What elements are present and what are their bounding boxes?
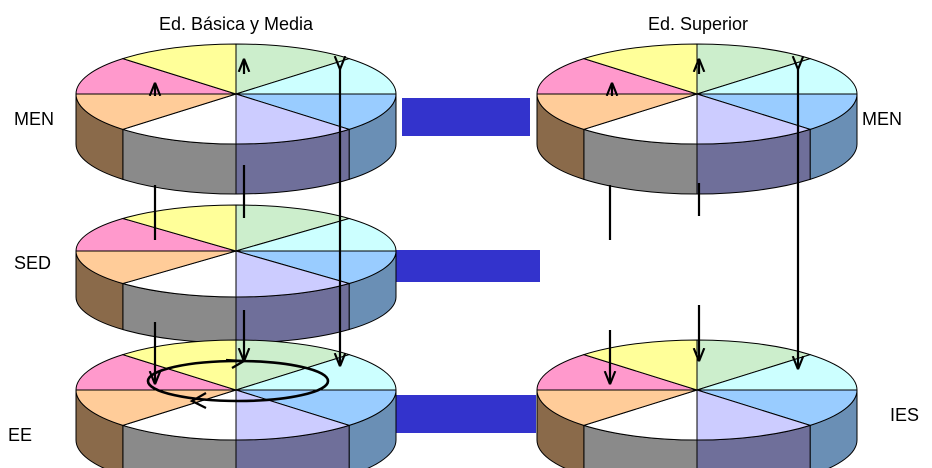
label-sed: SED xyxy=(14,253,51,273)
pie-top-slice xyxy=(121,43,237,95)
pie-top-slice xyxy=(121,389,237,441)
pie-top-slice xyxy=(696,93,858,130)
pie-top-slice xyxy=(235,217,397,252)
label-ies: IES xyxy=(890,405,919,425)
pie-top-slice xyxy=(536,58,698,95)
arrows-right xyxy=(610,60,798,383)
pie-top-slice xyxy=(696,389,858,426)
pie-top-slice xyxy=(696,339,812,391)
pie-top-slice xyxy=(582,339,698,391)
pie-top-slice xyxy=(582,43,698,95)
pie-top-slice xyxy=(121,204,237,252)
pie-top-slice xyxy=(235,354,397,391)
pie-top-slice xyxy=(235,58,397,95)
pie-top-slice xyxy=(536,354,698,391)
pie-men-right xyxy=(536,43,858,195)
pie-top-slice xyxy=(582,93,698,145)
pie-top-slice xyxy=(75,93,237,130)
pie-top-slice xyxy=(75,58,237,95)
pie-top-slice xyxy=(235,93,397,130)
connector-ee-ies xyxy=(396,395,536,433)
pie-sed xyxy=(75,204,397,344)
title-basic-education: Ed. Básica y Media xyxy=(159,14,314,34)
cycle-ellipse xyxy=(146,358,330,409)
pie-top-slice xyxy=(696,93,812,145)
pie-ee xyxy=(75,339,397,468)
pie-top-slice xyxy=(536,389,698,426)
pie-top-slice xyxy=(536,93,698,130)
label-ee: EE xyxy=(8,425,32,445)
connector-sed xyxy=(396,250,540,282)
label-men-right: MEN xyxy=(862,109,902,129)
pie-top-slice xyxy=(235,389,351,441)
connector-men xyxy=(402,98,530,136)
pie-men-left xyxy=(75,43,397,195)
pie-top-slice xyxy=(582,389,698,441)
pie-top-slice xyxy=(696,43,812,95)
pie-top-slice xyxy=(121,93,237,145)
pie-top-slice xyxy=(121,250,237,298)
pie-top-slice xyxy=(696,58,858,95)
pie-ies xyxy=(536,339,858,468)
label-men-left: MEN xyxy=(14,109,54,129)
pie-top-slice xyxy=(75,250,237,285)
pie-top-slice xyxy=(696,354,858,391)
title-higher-education: Ed. Superior xyxy=(648,14,748,34)
pie-top-slice xyxy=(235,250,397,285)
pie-top-slice xyxy=(696,389,812,441)
